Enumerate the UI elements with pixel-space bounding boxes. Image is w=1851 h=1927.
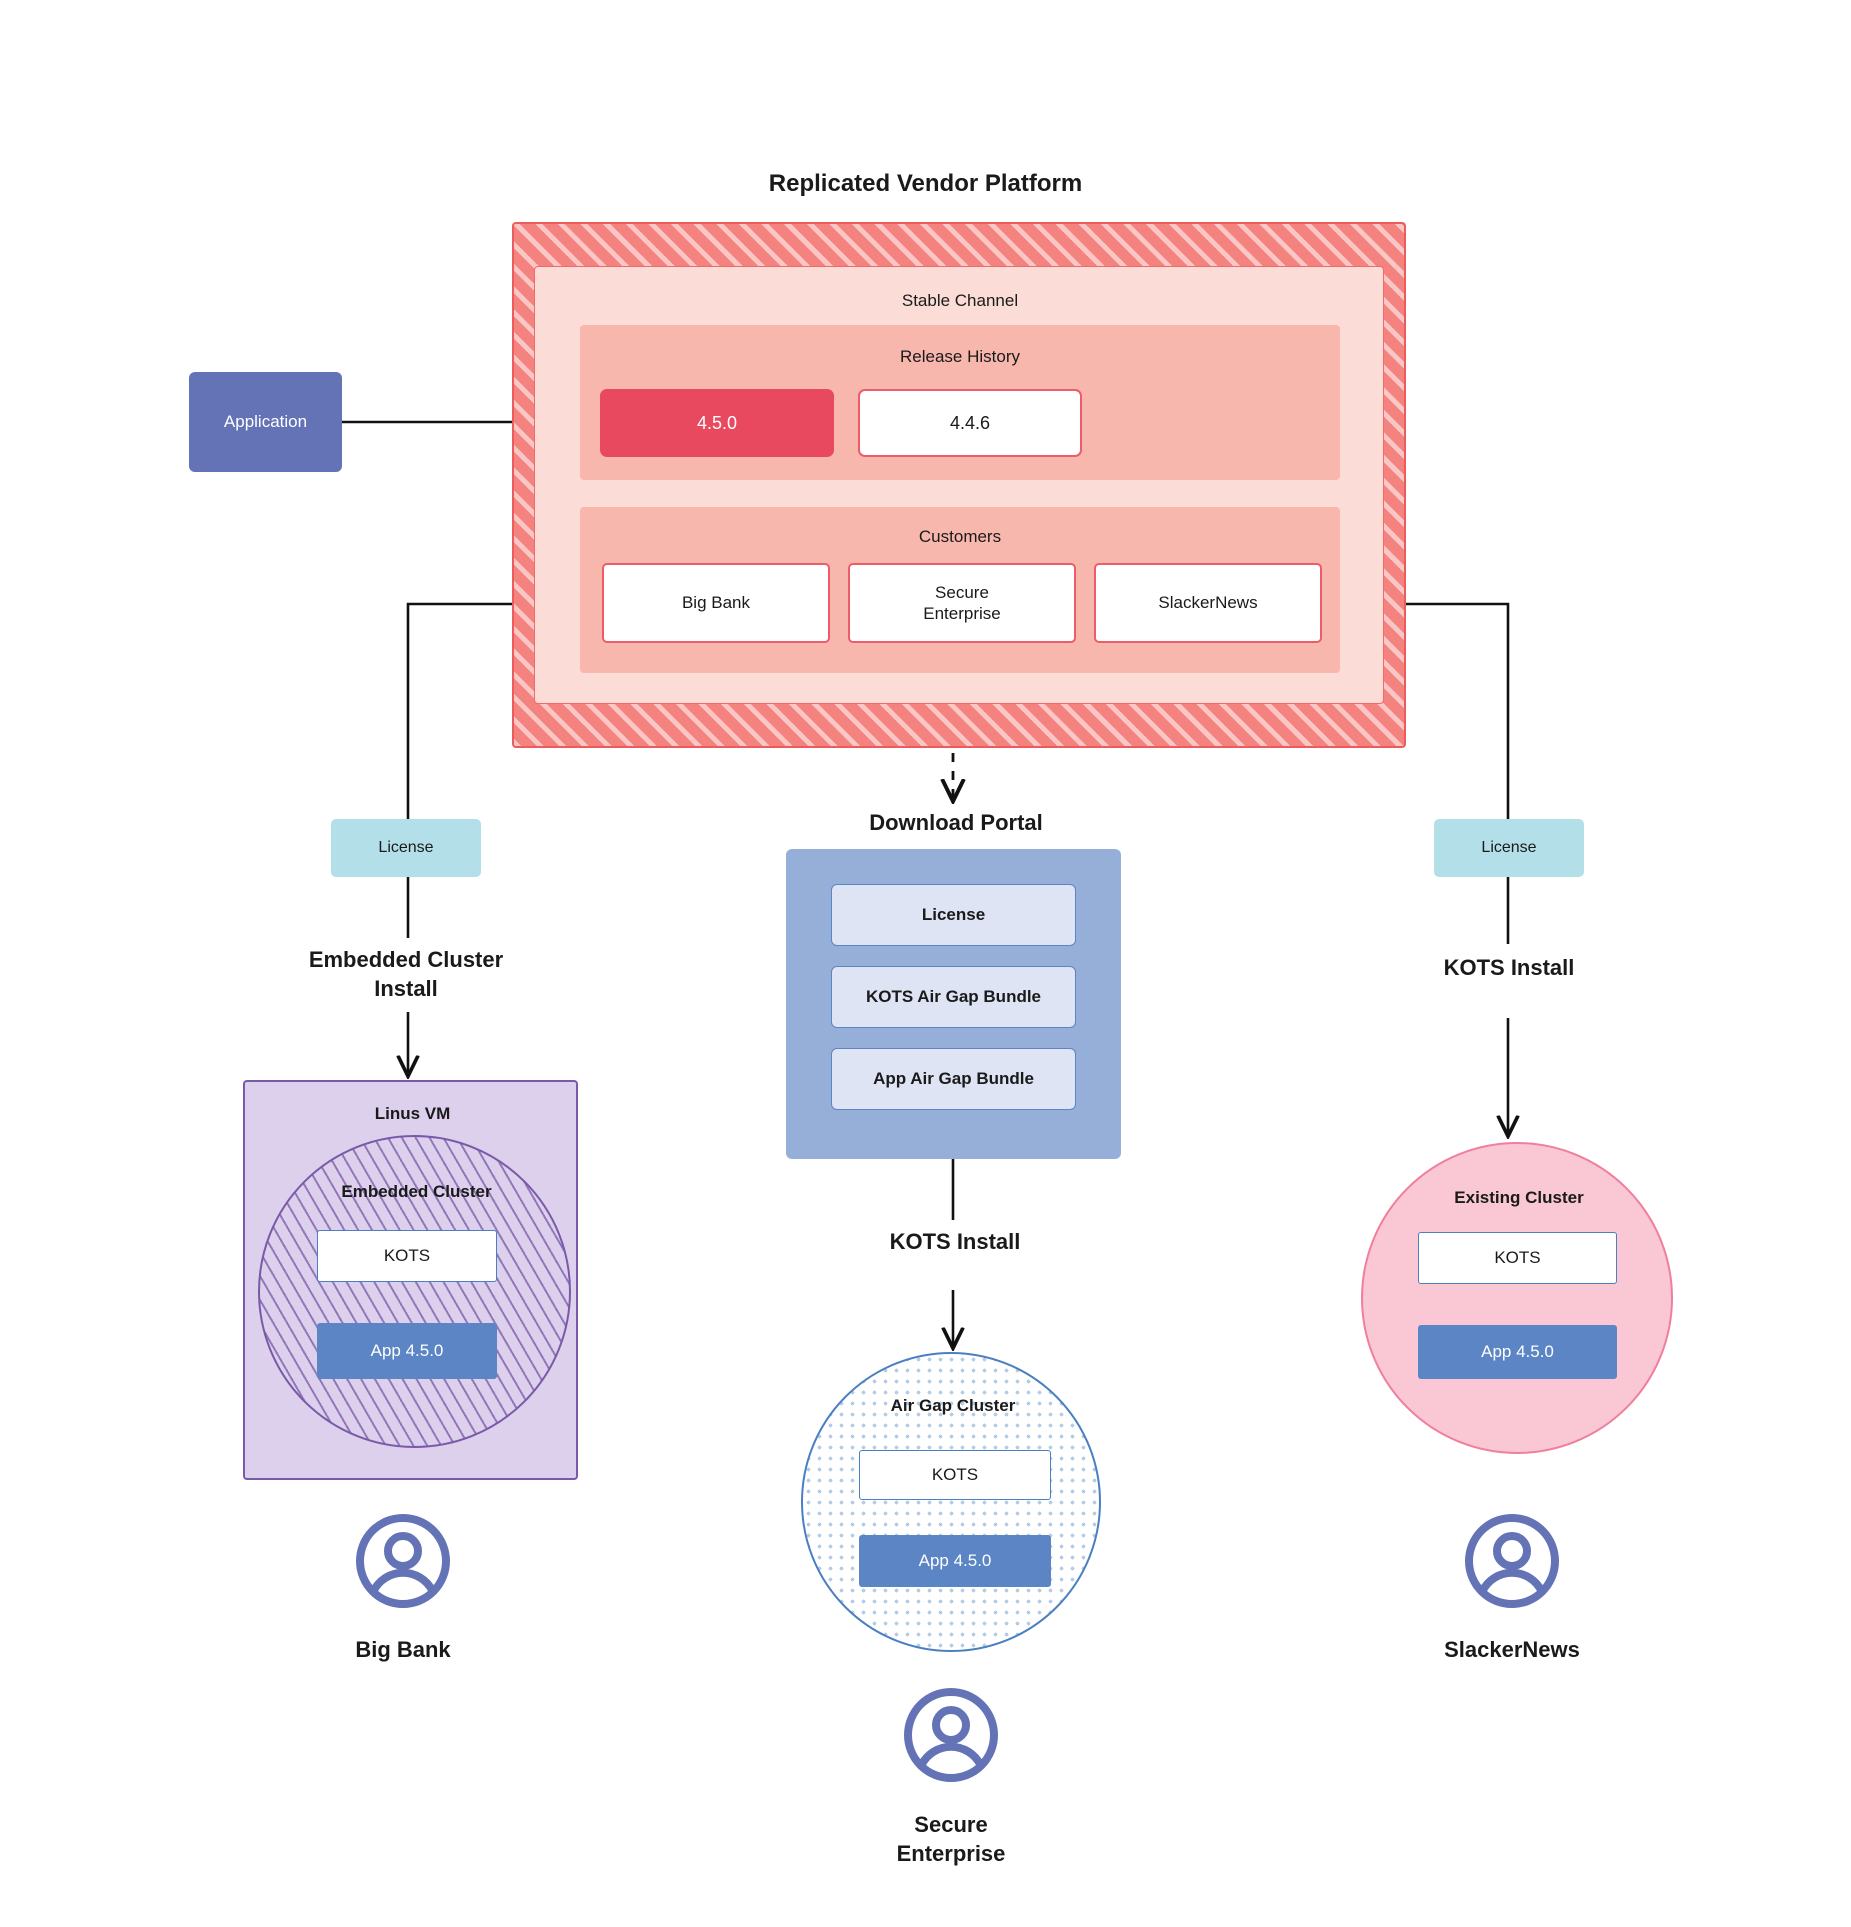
portal-item-app-air-gap-bundle[interactable]: App Air Gap Bundle	[831, 1048, 1076, 1110]
application-box[interactable]: Application	[189, 372, 342, 472]
release-history-panel: Release History 4.5.0 4.4.6	[580, 325, 1340, 480]
air-gap-cluster-kots-box[interactable]: KOTS	[859, 1450, 1051, 1500]
avatar-slackernews	[1465, 1514, 1559, 1608]
embedded-cluster-circle: Embedded Cluster	[258, 1135, 571, 1448]
air-gap-cluster-circle: Air Gap Cluster	[801, 1352, 1101, 1652]
avatar-secure-enterprise	[904, 1688, 998, 1782]
avatar-big-bank	[356, 1514, 450, 1608]
embedded-cluster-kots-box[interactable]: KOTS	[317, 1230, 497, 1282]
portal-item-license[interactable]: License	[831, 884, 1076, 946]
portal-item-kots-air-gap-bundle[interactable]: KOTS Air Gap Bundle	[831, 966, 1076, 1028]
existing-cluster-kots-box[interactable]: KOTS	[1418, 1232, 1617, 1284]
license-chip-right[interactable]: License	[1434, 819, 1584, 877]
embedded-cluster-label: Embedded Cluster	[341, 1182, 492, 1201]
kots-install-label-middle: KOTS Install	[889, 1229, 1021, 1254]
license-chip-left[interactable]: License	[331, 819, 481, 877]
existing-cluster-label: Existing Cluster	[1454, 1188, 1584, 1207]
customer-item-big-bank[interactable]: Big Bank	[602, 563, 830, 643]
customer-item-slackernews[interactable]: SlackerNews	[1094, 563, 1322, 643]
download-portal-title: Download Portal	[869, 810, 1043, 835]
page-title: Replicated Vendor Platform	[768, 170, 1083, 197]
stable-channel-label: Stable Channel	[901, 291, 1019, 310]
release-item-previous[interactable]: 4.4.6	[858, 389, 1082, 457]
embedded-cluster-app-box[interactable]: App 4.5.0	[317, 1323, 497, 1379]
customers-label: Customers	[918, 527, 1002, 546]
linux-vm-label: Linus VM	[374, 1104, 451, 1123]
kots-install-label-right: KOTS Install	[1443, 955, 1575, 980]
air-gap-cluster-label: Air Gap Cluster	[890, 1396, 1016, 1415]
customer-name-slackernews: SlackerNews	[1444, 1637, 1580, 1662]
existing-cluster-app-box[interactable]: App 4.5.0	[1418, 1325, 1617, 1379]
release-history-label: Release History	[900, 347, 1020, 366]
customer-name-big-bank: Big Bank	[355, 1637, 451, 1662]
release-item-current[interactable]: 4.5.0	[600, 389, 834, 457]
download-portal-panel: License KOTS Air Gap Bundle App Air Gap …	[786, 849, 1121, 1159]
air-gap-cluster-app-box[interactable]: App 4.5.0	[859, 1535, 1051, 1587]
existing-cluster-circle: Existing Cluster	[1361, 1142, 1673, 1454]
